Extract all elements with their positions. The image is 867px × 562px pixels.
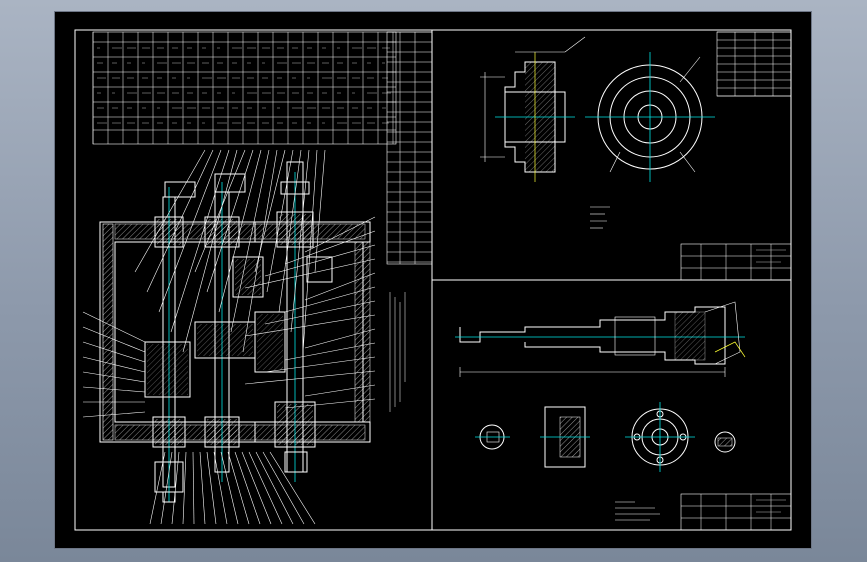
technical-notes [389,292,406,412]
drawing-sheet [55,12,811,548]
side-table [386,31,433,265]
shaft-part-view [455,301,792,531]
cad-drawing [74,29,792,531]
assembly-view [82,149,376,525]
flange-part-view [480,31,792,281]
parts-list-table [92,31,397,145]
